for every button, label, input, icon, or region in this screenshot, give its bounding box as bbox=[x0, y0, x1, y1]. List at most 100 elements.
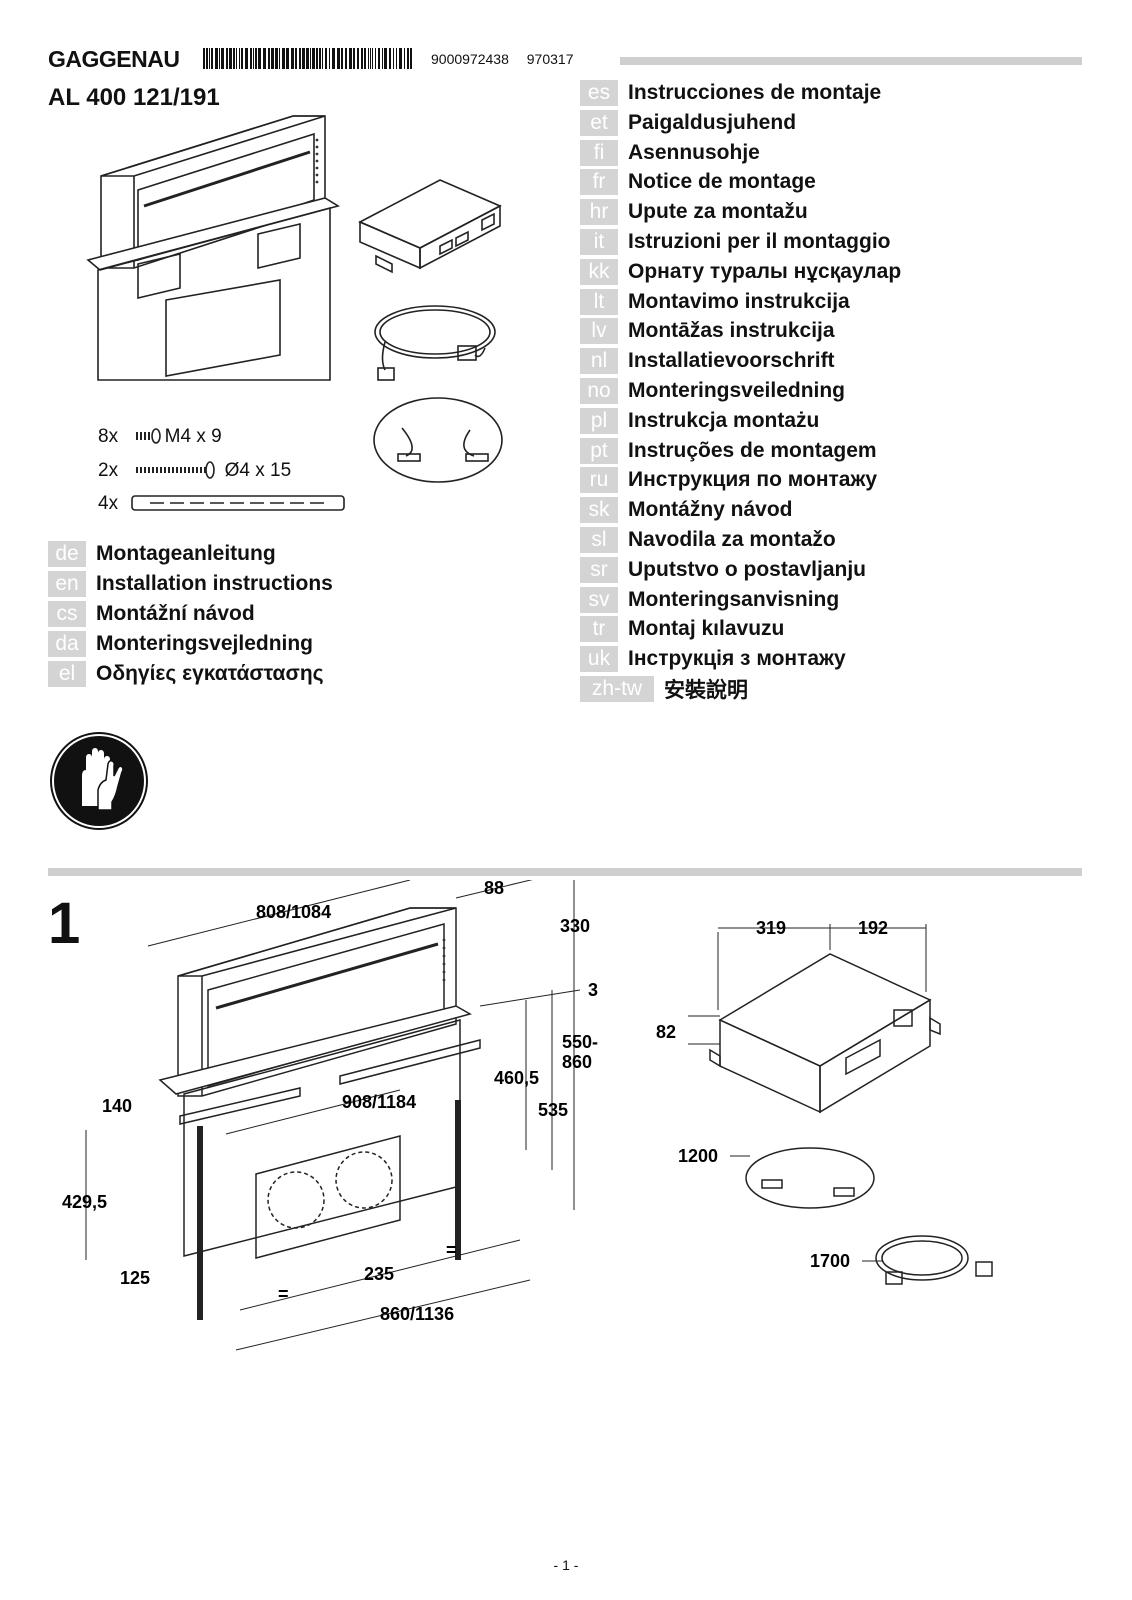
barcode-bar bbox=[404, 48, 405, 69]
barcode-bar bbox=[203, 48, 205, 69]
barcode-bar bbox=[382, 48, 383, 69]
barcode-bar bbox=[407, 48, 409, 69]
language-code: kk bbox=[580, 258, 618, 285]
barcode-bar bbox=[341, 48, 343, 69]
barcode-bar bbox=[268, 48, 270, 69]
language-item-de: de Montageanleitung bbox=[48, 541, 276, 567]
barcode-bar bbox=[306, 48, 309, 69]
dim-bottom-offset: 125 bbox=[120, 1268, 150, 1288]
barcode-bar bbox=[245, 48, 248, 69]
language-item-hr: hr Upute za montažu bbox=[580, 199, 808, 226]
barcode-bar bbox=[295, 48, 297, 69]
barcode-bar bbox=[332, 48, 335, 69]
language-item-da: da Monteringsvejledning bbox=[48, 631, 313, 657]
power-cable-drawing bbox=[374, 305, 496, 381]
language-item-en: en Installation instructions bbox=[48, 571, 333, 597]
page-number: - 1 - bbox=[553, 1557, 579, 1573]
control-box-drawing bbox=[358, 179, 502, 274]
dim-total-width: 860/1136 bbox=[380, 1304, 454, 1324]
language-title: Montāžas instrukcija bbox=[628, 319, 835, 343]
screw-m4-drawing bbox=[136, 428, 161, 444]
language-title: Upute za montažu bbox=[628, 200, 808, 224]
language-code: es bbox=[580, 80, 618, 106]
language-title: 安裝說明 bbox=[664, 679, 748, 702]
barcode-bar bbox=[226, 48, 228, 69]
barcode-bar bbox=[286, 48, 289, 69]
language-title: Installatievoorschrift bbox=[628, 349, 835, 373]
language-title: Инструкция по монтажу bbox=[628, 468, 878, 492]
barcode-bar bbox=[396, 48, 397, 69]
language-title: Montaj kılavuzu bbox=[628, 617, 785, 641]
dim-height-top: 330 bbox=[560, 916, 590, 936]
control-box-dimension-drawing: 319 192 82 1200 1700 bbox=[656, 918, 993, 1285]
article-number: 9000972438 bbox=[431, 51, 509, 67]
box-dim-width: 319 bbox=[756, 918, 786, 938]
dim-equal-right: = bbox=[446, 1240, 457, 1260]
language-item-nl: nl Installatievoorschrift bbox=[580, 348, 835, 375]
installation-dimension-drawing: 808/1084 88 330 3 550- 860 460,5 535 908… bbox=[62, 880, 598, 1351]
language-code: lv bbox=[580, 318, 618, 345]
part-row-screw-m4: 8x M4 x 9 bbox=[98, 426, 222, 448]
scope-illustration bbox=[86, 115, 503, 511]
barcode-bar bbox=[302, 48, 305, 69]
barcode-bar bbox=[282, 48, 285, 69]
language-code: cs bbox=[48, 601, 86, 627]
barcode-bar bbox=[211, 48, 213, 69]
barcode-bar bbox=[329, 48, 330, 69]
language-code: zh-tw bbox=[580, 676, 654, 702]
language-item-sr: sr Uputstvo o postavljanju bbox=[580, 556, 867, 583]
language-item-fr: fr Notice de montage bbox=[580, 169, 816, 196]
step-number: 1 bbox=[48, 891, 81, 956]
language-code: da bbox=[48, 631, 86, 657]
box-dim-power-cable: 1700 bbox=[810, 1251, 850, 1271]
language-title: Paigaldusjuhend bbox=[628, 110, 797, 134]
language-code: de bbox=[48, 541, 86, 567]
model-number: AL 400 121/191 bbox=[48, 84, 220, 111]
barcode-bar bbox=[291, 48, 294, 69]
language-title: Notice de montage bbox=[628, 170, 816, 194]
language-code: ru bbox=[580, 467, 618, 494]
language-code: hr bbox=[580, 199, 618, 226]
dim-center: 235 bbox=[364, 1264, 394, 1284]
barcode-bar bbox=[399, 48, 402, 69]
language-code: fr bbox=[580, 169, 618, 196]
barcode-bar bbox=[372, 48, 373, 69]
language-code: sl bbox=[580, 527, 618, 553]
barcode-bar bbox=[337, 48, 340, 69]
part-quantity: 8x bbox=[98, 426, 119, 447]
barcode-bar bbox=[236, 48, 237, 69]
barcode-bar bbox=[378, 48, 380, 69]
part-quantity: 2x bbox=[98, 460, 119, 481]
language-title: Navodila za montažo bbox=[628, 528, 836, 551]
language-code: pl bbox=[580, 407, 618, 434]
language-code: tr bbox=[580, 616, 618, 643]
language-item-sl: sl Navodila za montažo bbox=[580, 527, 836, 553]
barcode-bar bbox=[312, 48, 315, 69]
language-code: sr bbox=[580, 556, 618, 583]
part-row-wood-screw: 2x Ø4 x 15 bbox=[98, 460, 291, 482]
dim-equal-left: = bbox=[278, 1284, 289, 1304]
barcode-bar bbox=[279, 48, 280, 69]
barcode-bar bbox=[271, 48, 274, 69]
language-code: nl bbox=[580, 348, 618, 375]
barcode-bar bbox=[233, 48, 235, 69]
date-code: 970317 bbox=[526, 51, 574, 67]
barcode-bar bbox=[258, 48, 261, 69]
barcode-bar bbox=[370, 48, 371, 69]
language-title: Uputstvo o postavljanju bbox=[628, 557, 867, 581]
language-item-tr: tr Montaj kılavuzu bbox=[580, 616, 785, 643]
box-dim-cable: 1200 bbox=[678, 1146, 718, 1166]
language-code: en bbox=[48, 571, 86, 597]
header-bar bbox=[620, 57, 1082, 65]
barcode-bar bbox=[319, 48, 321, 69]
barcode-bar bbox=[219, 48, 220, 69]
barcode-bar bbox=[310, 48, 311, 69]
